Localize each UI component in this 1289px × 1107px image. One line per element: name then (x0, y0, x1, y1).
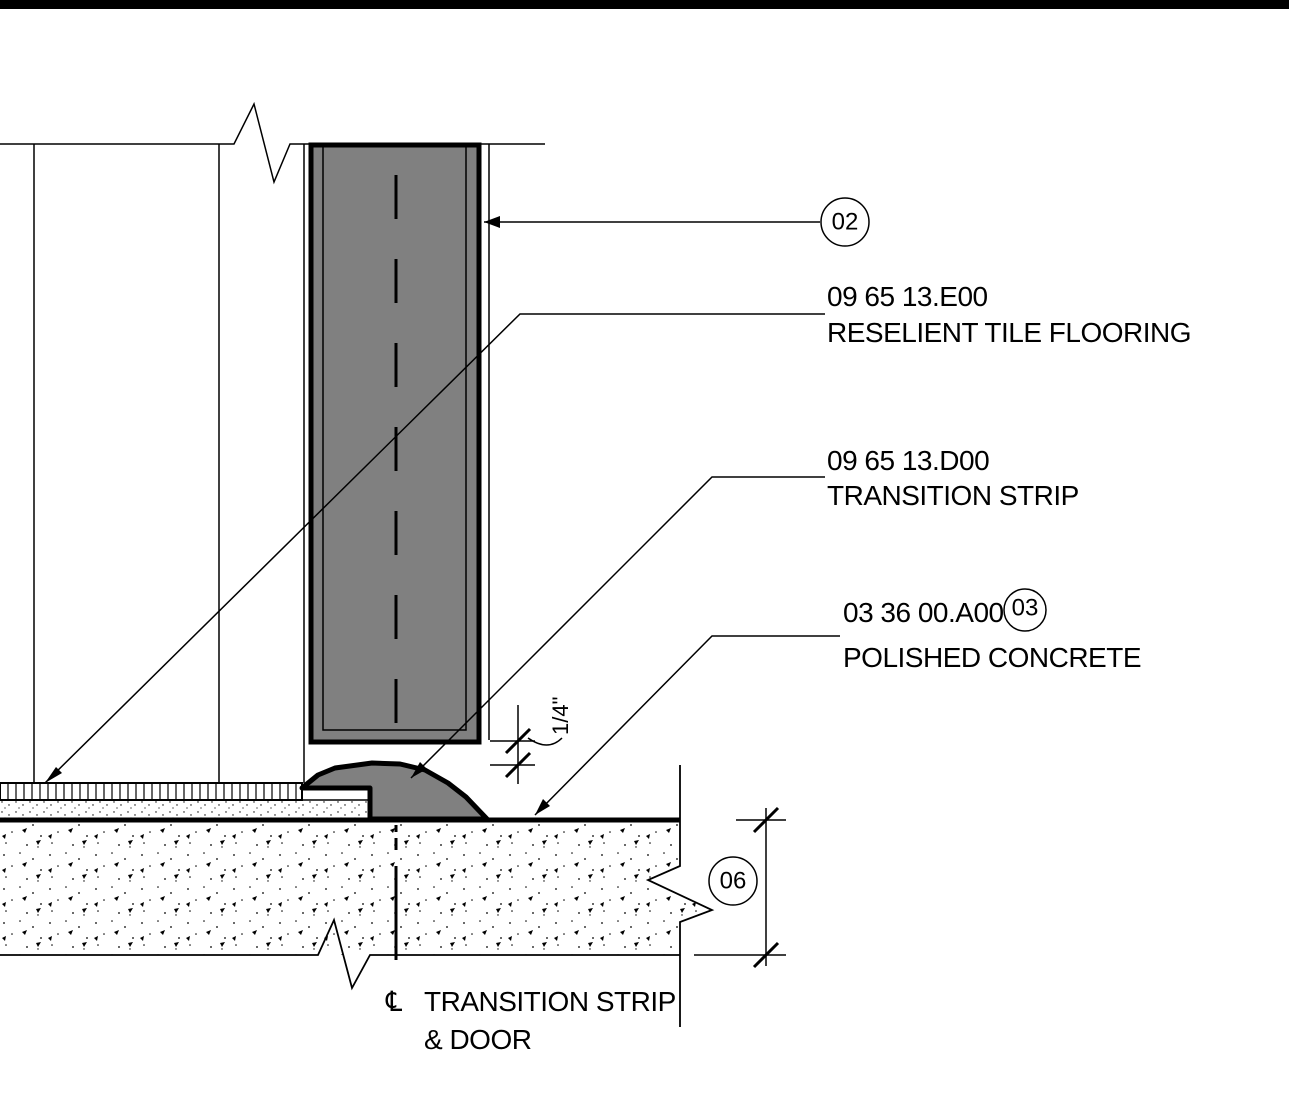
leader-tile-flooring (44, 313, 825, 784)
slab-tag-text: 06 (720, 867, 747, 894)
concrete-code-label: 03 36 00.A00 (843, 597, 1004, 628)
gap-dimension (490, 705, 563, 784)
door-panel (308, 142, 482, 745)
transition-strip-profile (299, 760, 490, 822)
concrete-slab (0, 765, 715, 1027)
resilient-tile-flooring (0, 782, 370, 818)
concrete-name-label: POLISHED CONCRETE (843, 642, 1141, 673)
centerline-label-line1: TRANSITION STRIP (424, 986, 676, 1017)
centerline-symbol: ℄ (385, 986, 403, 1017)
door-inner-outline (322, 144, 467, 731)
slab-thickness-dimension (694, 806, 786, 969)
centerline-label-line2: & DOOR (424, 1024, 531, 1055)
door-leaf (308, 142, 482, 750)
concrete-tag-text: 03 (1012, 594, 1039, 621)
leader-door-tag (484, 197, 870, 247)
leader-polished-concrete (534, 588, 1047, 816)
tile-code-label: 09 65 13.E00 (827, 281, 988, 312)
tile-name-label: RESELIENT TILE FLOORING (827, 317, 1191, 348)
door-tag-text: 02 (832, 208, 859, 235)
title-border-bar (0, 0, 1289, 9)
gap-dimension-text: 1/4" (548, 697, 573, 735)
leader-transition-strip (410, 476, 825, 779)
strip-code-label: 09 65 13.D00 (827, 445, 989, 476)
strip-name-label: TRANSITION STRIP (827, 480, 1079, 511)
